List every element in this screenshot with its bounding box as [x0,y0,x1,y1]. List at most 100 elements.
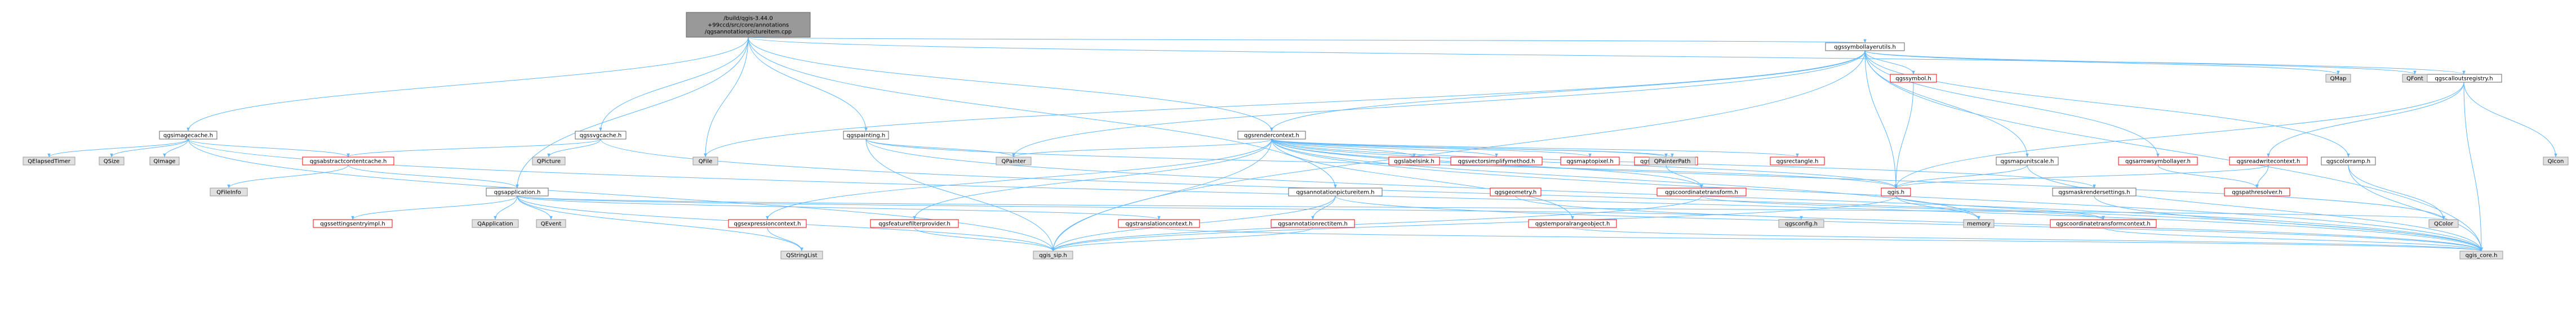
graph-node-qgstranslationcontext-h[interactable]: qgstranslationcontext.h [1118,219,1200,228]
graph-node-qgsmapunitscale-h[interactable]: qgsmapunitscale.h [1996,157,2059,166]
graph-node-qgspainting-h[interactable]: qgspainting.h [843,131,889,140]
node-label: /build/qgis-3.44.0 [723,16,772,22]
graph-node-qgssettingsentryimpl-h[interactable]: qgssettingsentryimpl.h [313,219,393,228]
graph-node-qgsreadwritecontext-h[interactable]: qgsreadwritecontext.h [2229,157,2308,166]
graph-node-qgsarrowsymbollayer-h[interactable]: qgsarrowsymbollayer.h [2118,157,2198,166]
node-label: qgspainting.h [847,133,885,139]
node-label: QFont [2406,76,2423,82]
graph-node-qgstemporalrangeobject-h[interactable]: qgstemporalrangeobject.h [1528,219,1617,228]
dependency-edge [1271,139,1799,158]
graph-node-qgscolorramp-h[interactable]: qgscolorramp.h [2321,157,2376,166]
node-label: qgssymbollayerutils.h [1834,44,1896,51]
dependency-edge [494,195,518,220]
node-label: qgstranslationcontext.h [1126,221,1193,227]
node-label: QPainter [1002,159,1027,165]
node-box [1996,157,2059,166]
dependency-edge [186,37,749,132]
graph-node-QPainterPath: QPainterPath [1649,157,1696,166]
dependency-edge [1271,139,2483,252]
node-label: qgsexpressioncontext.h [734,221,801,227]
graph-node-qgsrectangle-h[interactable]: qgsrectangle.h [1770,157,1825,166]
node-label: QMap [2330,76,2347,82]
graph-node-root[interactable]: /build/qgis-3.44.0+99ccd/src/core/annota… [686,12,811,38]
dependency-edge [1271,139,1668,158]
dependency-edge [1701,195,2105,220]
graph-node-qgis-core-h: qgis_core.h [2459,251,2503,260]
dependency-edge [748,37,1337,189]
graph-node-qgspathresolver-h[interactable]: qgspathresolver.h [2224,187,2290,197]
node-box [2052,187,2137,197]
dependency-edge [1158,227,2483,252]
graph-node-qgsabstractcontentcache-h[interactable]: qgsabstractcontentcache.h [302,157,394,166]
node-box [99,157,125,166]
node-box [1528,219,1617,228]
node-label: qgsvectorsimplifymethod.h [1458,159,1535,165]
graph-node-qgsannotationpictureitem-h[interactable]: qgsannotationpictureitem.h [1288,187,1383,197]
dependency-edge [2103,227,2483,252]
node-label: qgscolorramp.h [2326,159,2370,165]
node-label: qgsmaptopixel.h [1566,159,1613,165]
node-label: QFileInfo [216,190,241,196]
dependency-edge [704,37,749,158]
node-label: QPicture [537,159,561,165]
graph-node-QPainter: QPainter [996,157,1032,166]
graph-node-qgssvgcache-h[interactable]: qgssvgcache.h [575,131,627,140]
graph-node-qgssymbollayerutils-h[interactable]: qgssymbollayerutils.h [1825,42,1905,51]
graph-node-QFile: QFile [692,157,718,166]
dependency-edge [1894,82,1914,189]
dependency-edge [227,164,349,189]
dependency-edge [2255,164,2269,189]
graph-node-QImage: QImage [149,157,180,166]
graph-node-qgsimagecache-h[interactable]: qgsimagecache.h [159,131,217,140]
node-box [575,131,627,140]
graph-node-qgslabelsink-h[interactable]: qgslabelsink.h [1388,157,1440,166]
node-box [780,251,823,260]
node-box [870,219,959,228]
graph-node-qgsexpressioncontext-h[interactable]: qgsexpressioncontext.h [728,219,807,228]
node-label: qgsconfig.h [1785,221,1818,227]
graph-node-qgssymbol-h[interactable]: qgssymbol.h [1890,74,1937,83]
dependency-edge [767,227,803,252]
node-box [2459,251,2503,260]
node-box [1450,157,1543,166]
node-box [996,157,1032,166]
graph-node-qgscoordinatetransformcontext-h[interactable]: qgscoordinatetransformcontext.h [2050,219,2157,228]
node-box [1560,157,1620,166]
graph-node-qgsvectorsimplifymethod-h[interactable]: qgsvectorsimplifymethod.h [1450,157,1543,166]
graph-node-qgscoordinatetransform-h[interactable]: qgscoordinatetransform.h [1656,187,1747,197]
graph-node-qgis-h[interactable]: qgis.h [1881,187,1911,197]
node-box [2224,187,2290,197]
node-label: qgscalloutsregistry.h [2435,76,2493,82]
node-box [1033,251,1073,260]
dependency-edge [1311,195,1336,220]
node-box [486,187,549,197]
dependency-edge [1864,50,2483,252]
graph-node-QSize: QSize [99,157,125,166]
graph-node-qgsfeaturefilterprovider-h[interactable]: qgsfeaturefilterprovider.h [870,219,959,228]
node-box [149,157,180,166]
graph-node-qgsrendercontext-h[interactable]: qgsrendercontext.h [1237,131,1306,140]
graph-node-QApplication: QApplication [472,219,519,228]
graph-node-qgsannotationrectitem-h[interactable]: qgsannotationrectitem.h [1271,219,1355,228]
dependency-edge [1665,164,1703,189]
graph-node-qgsmaskrendersettings-h[interactable]: qgsmaskrendersettings.h [2052,187,2137,197]
dependency-edge [748,37,2466,75]
graph-node-qgsmaptopixel-h[interactable]: qgsmaptopixel.h [1560,157,1620,166]
graph-node-memory: memory [1963,219,1995,228]
graph-node-qgsgeometry-h[interactable]: qgsgeometry.h [1490,187,1542,197]
node-box [313,219,393,228]
dependency-edge [748,37,1273,132]
graph-node-qgsapplication-h[interactable]: qgsapplication.h [486,187,549,197]
node-label: qgis.h [1887,190,1904,196]
dependency-edge [2348,164,2445,220]
graph-node-QElapsedTimer: QElapsedTimer [23,157,75,166]
dependency-edge [517,195,2445,220]
node-box [532,157,566,166]
node-box [1890,74,1937,83]
graph-node-qgscalloutsregistry-h[interactable]: qgscalloutsregistry.h [2426,74,2502,83]
dependency-edge [914,227,1055,252]
node-label: qgsannotationpictureitem.h [1296,190,1374,196]
dependency-edge [517,195,553,220]
dependency-edge [347,139,601,158]
